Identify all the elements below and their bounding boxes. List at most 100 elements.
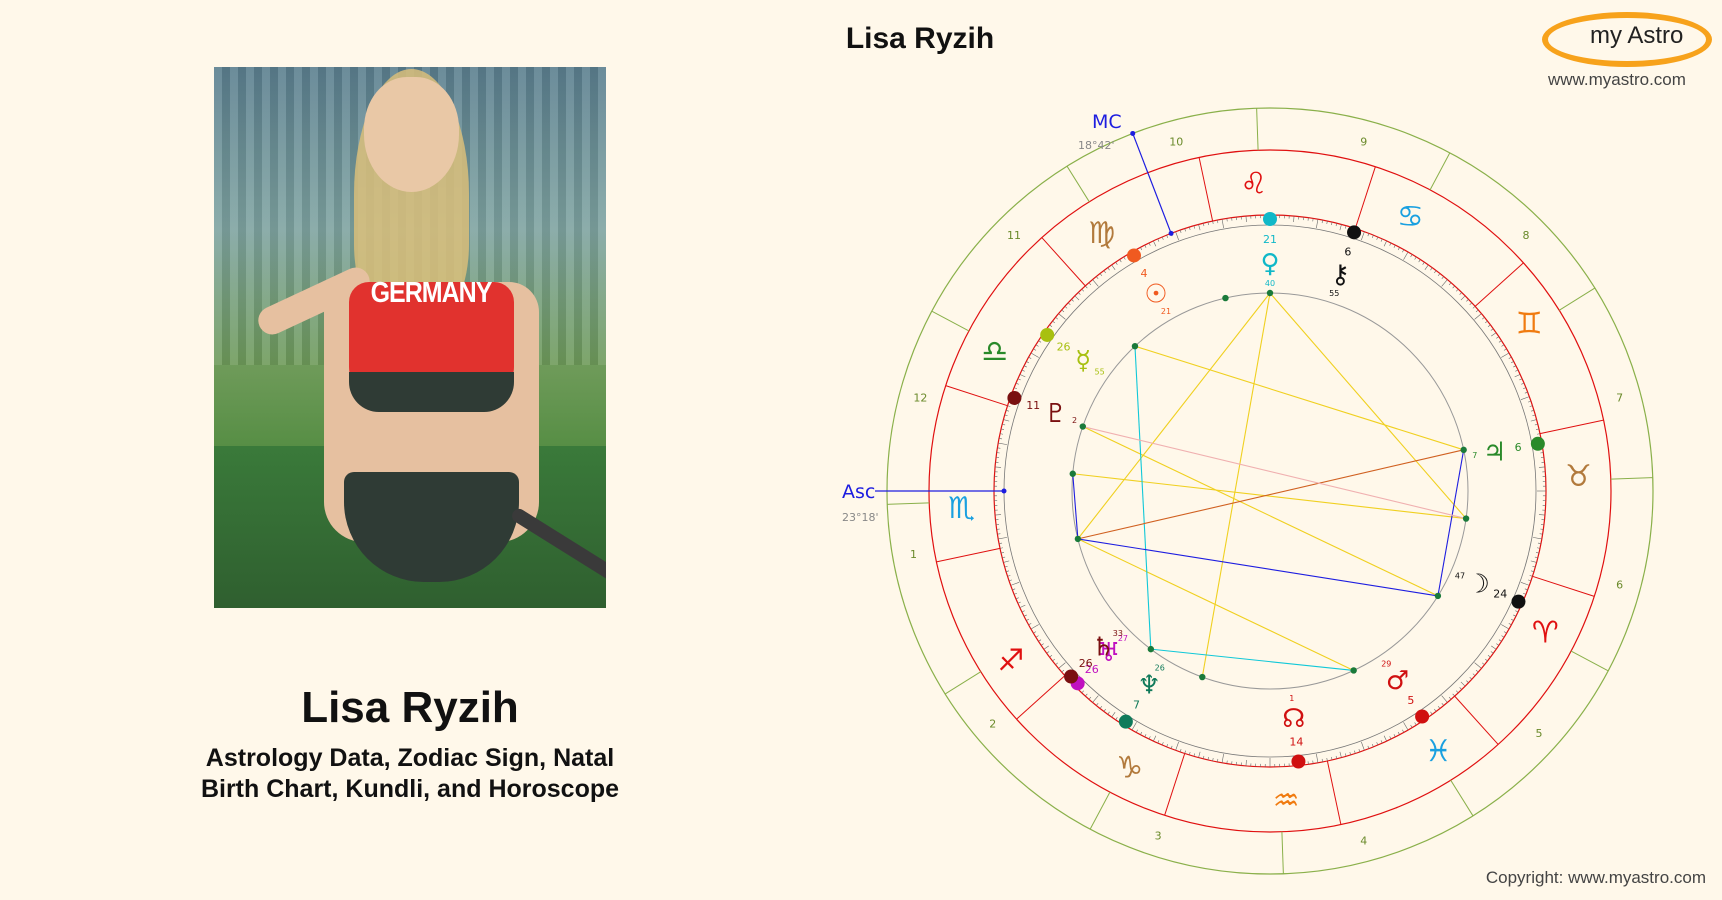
photo-head: [364, 77, 459, 192]
degree-tick: [1019, 604, 1026, 608]
degree-tick: [999, 542, 1003, 544]
aspect-line: [1437, 449, 1465, 597]
degree-tick: [1038, 340, 1042, 343]
degree-tick: [1026, 361, 1030, 364]
degree-tick: [1472, 306, 1476, 309]
degree-tick: [1459, 292, 1462, 295]
degree-tick: [1383, 240, 1387, 247]
degree-tick: [998, 537, 1008, 540]
degree-tick: [1161, 236, 1164, 240]
house-divider: [1610, 477, 1653, 480]
degree-tick: [1038, 639, 1042, 642]
venus-dot: [1263, 212, 1277, 226]
saturn-glyph: ♄: [1092, 632, 1115, 662]
degree-tick: [1523, 387, 1527, 390]
degree-tick: [995, 466, 1002, 468]
saturn-minute: 33: [1113, 629, 1123, 638]
moon-minute: 47: [1455, 572, 1465, 581]
degree-tick: [1316, 753, 1319, 763]
sign-divider: [1041, 237, 1086, 287]
degree-tick: [999, 547, 1004, 549]
degree-tick: [1535, 552, 1539, 554]
logo-url[interactable]: www.myastro.com: [1548, 70, 1686, 89]
degree-tick: [1376, 742, 1379, 746]
myastro-logo[interactable]: [1542, 12, 1712, 67]
degree-tick: [1217, 758, 1219, 762]
degree-tick: [1017, 378, 1021, 381]
sign-divider: [1326, 760, 1342, 825]
chart-angles: MC 18°42' Asc 23°18': [842, 111, 1174, 524]
degree-tick: [1501, 344, 1505, 347]
degree-tick: [1119, 259, 1122, 263]
degree-tick: [1175, 231, 1179, 241]
degree-tick: [1434, 270, 1437, 274]
pluto-dot: [1007, 390, 1022, 405]
degree-tick: [1520, 396, 1530, 400]
degree-tick: [1376, 236, 1379, 240]
degree-tick: [1534, 423, 1538, 426]
degree-tick: [1335, 755, 1338, 759]
degree-tick: [1508, 356, 1512, 359]
moon-degree: 24: [1493, 587, 1507, 600]
mc-axis-line: [1132, 133, 1172, 234]
aspect-line: [1269, 292, 1467, 519]
cancer-sign: ♋: [1397, 200, 1424, 235]
degree-tick: [1339, 224, 1342, 231]
degree-tick: [1052, 320, 1056, 324]
degree-tick: [1496, 643, 1499, 646]
degree-tick: [1148, 736, 1151, 740]
house-number: 7: [1616, 391, 1623, 404]
degree-tick: [1003, 419, 1010, 422]
degree-tick: [1380, 740, 1383, 744]
degree-tick: [1071, 299, 1074, 302]
degree-tick: [1012, 588, 1016, 591]
venus-degree: 21: [1263, 233, 1277, 246]
degree-tick: [1326, 220, 1328, 225]
degree-tick: [1510, 361, 1514, 364]
scorpio-sign: ♏: [948, 491, 975, 526]
degree-tick: [1023, 614, 1027, 617]
degree-tick: [1115, 262, 1118, 265]
photo-jersey-text: GERMANY: [370, 276, 493, 310]
degree-tick: [1013, 592, 1017, 595]
degree-tick: [1166, 744, 1169, 748]
degree-tick: [1528, 579, 1532, 582]
degree-tick: [1383, 735, 1387, 742]
degree-tick: [1061, 309, 1065, 313]
degree-tick: [1503, 631, 1507, 634]
degree-tick: [1475, 669, 1479, 673]
degree-tick: [1061, 669, 1065, 673]
mars-degree: 5: [1407, 694, 1414, 707]
profile-photo: GERMANY: [214, 67, 606, 608]
logo-text[interactable]: my Astro: [1590, 22, 1684, 49]
node-glyph: ☊: [1282, 704, 1305, 734]
aspect-line: [1082, 426, 1439, 597]
venus-glyph: ♀: [1260, 249, 1279, 279]
degree-tick: [1021, 610, 1025, 613]
degree-tick: [1131, 722, 1137, 731]
aspect-endpoint: [1460, 446, 1467, 454]
aspect-endpoint: [1266, 289, 1274, 297]
degree-tick: [1448, 696, 1452, 700]
degree-tick: [1179, 229, 1182, 233]
sign-divider: [1454, 695, 1499, 745]
house-number: 6: [1616, 579, 1623, 592]
mc-inner-marker: [1168, 230, 1174, 236]
degree-tick: [1170, 745, 1173, 749]
chiron-dot: [1347, 225, 1362, 240]
mercury-degree: 26: [1057, 340, 1071, 353]
degree-tick: [999, 438, 1003, 440]
degree-tick: [1535, 428, 1539, 430]
degree-tick: [1532, 565, 1536, 568]
degree-tick: [1074, 295, 1080, 301]
degree-tick: [1052, 658, 1056, 662]
degree-tick: [1046, 651, 1050, 654]
degree-tick: [1184, 228, 1186, 232]
sign-divider: [1532, 575, 1595, 597]
degree-tick: [1002, 556, 1006, 559]
degree-tick: [1085, 285, 1088, 289]
house-number: 10: [1169, 135, 1183, 148]
degree-tick: [999, 433, 1004, 435]
degree-tick: [1004, 414, 1008, 417]
